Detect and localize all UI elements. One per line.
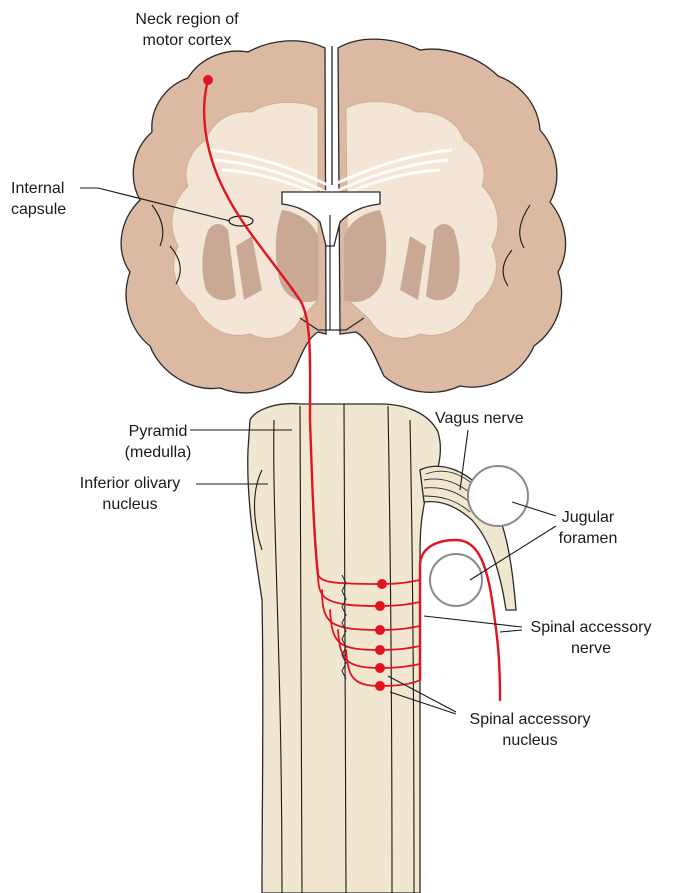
label-spinal-accessory-nucleus-line2: nucleus: [502, 732, 557, 749]
label-neck-region-line2: motor cortex: [143, 32, 232, 49]
leader-spinal-accessory-nerve-lower: [500, 630, 522, 632]
label-jugular-foramen-line2: foramen: [559, 530, 618, 547]
label-spinal-accessory-nerve-line2: nerve: [571, 640, 611, 657]
label-pyramid-line1: Pyramid: [129, 423, 188, 440]
label-spinal-accessory-nerve-line1: Spinal accessory: [531, 619, 652, 636]
jugular-foramen-lower: [430, 554, 482, 606]
label-pyramid-line2: (medulla): [125, 444, 192, 461]
label-neck-region-line1: Neck region of: [135, 11, 239, 28]
label-inferior-olivary-line1: Inferior olivary: [80, 475, 180, 492]
cortex-origin-dot: [203, 75, 213, 85]
label-jugular-foramen-line1: Jugular: [562, 509, 615, 526]
label-internal-capsule-line1: Internal: [11, 180, 64, 197]
jugular-foramen-upper: [468, 466, 528, 526]
label-internal-capsule-line2: capsule: [11, 201, 66, 218]
label-spinal-accessory-nucleus-line1: Spinal accessory: [470, 711, 591, 728]
brainstem-spinal-cord: [248, 404, 528, 893]
brain-coronal-section: [121, 39, 565, 393]
label-vagus-nerve: Vagus nerve: [435, 410, 524, 427]
leader-spinal-accessory-nerve-upper: [424, 616, 522, 627]
label-inferior-olivary-line2: nucleus: [102, 496, 157, 513]
